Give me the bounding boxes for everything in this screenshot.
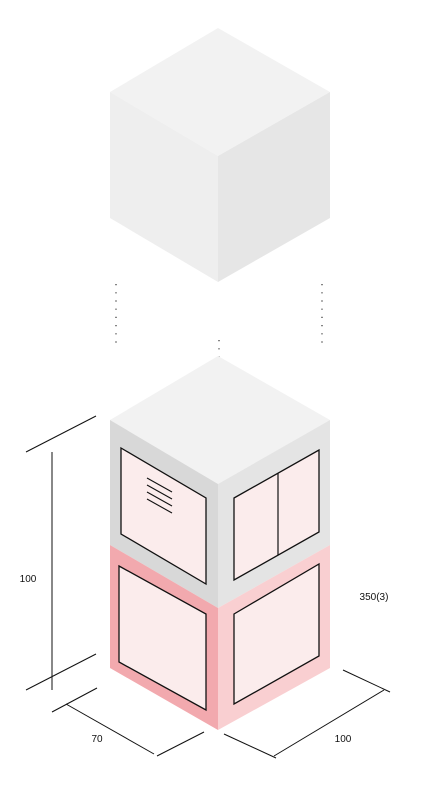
height-tick-bottom (25, 653, 97, 691)
width-tick-right (342, 669, 391, 693)
lid-top-face (110, 28, 330, 156)
text-lines-icon (146, 477, 173, 514)
lower-left-panel (118, 564, 207, 712)
lid-right-face (218, 92, 330, 282)
upper-right-panel (233, 448, 320, 582)
annotation-label: 350(3) (360, 592, 389, 603)
width-dimension-line (273, 689, 385, 757)
upper-left-panel (120, 446, 207, 586)
exploded-lid (110, 28, 330, 282)
height-tick-top (25, 415, 97, 453)
lid-left-face (110, 92, 218, 282)
depth-tick-left (51, 687, 98, 713)
stacked-box (110, 356, 330, 730)
width-tick-left (223, 733, 277, 759)
dimension-lines (25, 415, 391, 759)
lower-right-panel (233, 562, 320, 706)
depth-dimension-line (65, 703, 155, 755)
depth-label: 70 (91, 734, 103, 745)
width-label: 100 (335, 734, 352, 745)
depth-tick-right (156, 731, 205, 757)
height-label: 100 (20, 574, 37, 585)
box-top-face (110, 356, 330, 484)
